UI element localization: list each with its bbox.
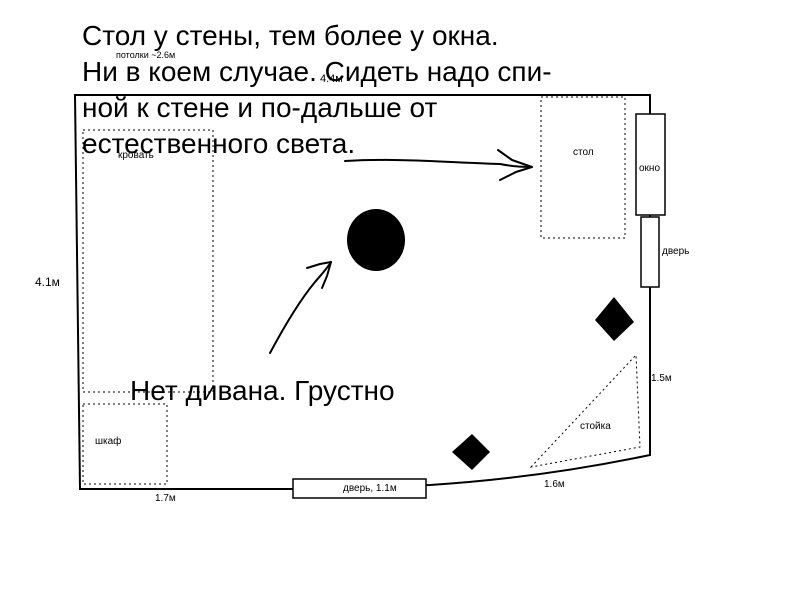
arrow-to-circle [269, 261, 332, 354]
counter-label: стойка [580, 421, 611, 432]
left-wall-length-label: 4.1м [35, 275, 60, 289]
advice-note-line: Ни в коем случае. Сидеть надо спи- [82, 56, 552, 87]
bottom-wall-length-label: 1.7м [155, 493, 176, 504]
advice-note-line: ной к стене и по-дальше от [82, 92, 438, 123]
bottom-door-label: дверь, 1.1м [343, 483, 397, 494]
advice-note-line: Стол у стены, тем более у окна. [82, 20, 499, 51]
table-outline [540, 96, 626, 239]
window [635, 113, 666, 216]
black-diamond-marker [452, 434, 490, 470]
black-diamond-marker [595, 297, 634, 341]
advice-note: Стол у стены, тем более у окна. Ни в кое… [82, 18, 552, 162]
counter-outline [529, 353, 641, 468]
side-door-label: дверь [662, 246, 689, 257]
ceiling-height-label: потолки ~2.6м [116, 50, 175, 60]
bottom-door [292, 478, 427, 499]
table-label: стол [573, 147, 594, 158]
bed-outline [82, 129, 214, 393]
room-outline [73, 94, 651, 490]
advice-note-line: естественного света. [82, 128, 356, 159]
sad-note: Нет дивана. Грустно [130, 375, 395, 406]
bottom-right-wall-length-label: 1.6м [544, 479, 565, 490]
arrow-to-table [344, 149, 533, 181]
top-wall-length-label: 4.4м [320, 73, 343, 85]
wardrobe-label: шкаф [95, 435, 121, 447]
side-door [640, 216, 660, 288]
right-lower-wall-length-label: 1.5м [651, 373, 672, 384]
black-circle-marker [347, 209, 405, 271]
wardrobe-outline [82, 403, 168, 485]
window-label: окно [639, 163, 660, 174]
bed-label: кровать [118, 150, 154, 161]
